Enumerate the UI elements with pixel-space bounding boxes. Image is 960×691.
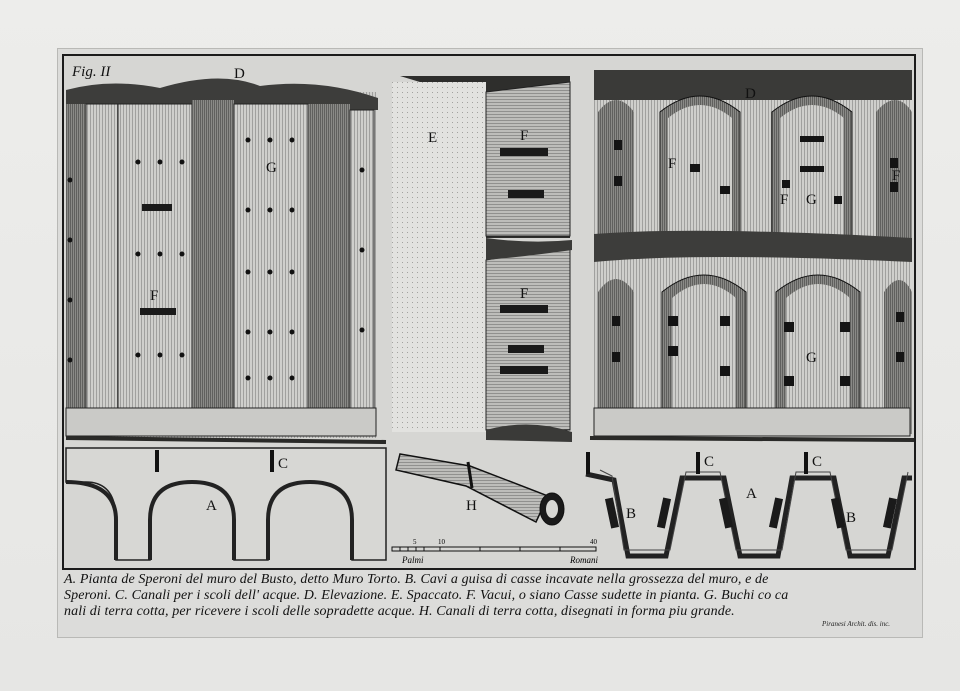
label-f-right-3: F <box>892 168 900 184</box>
engraver-signature: Piranesi Archit. dis. inc. <box>822 620 891 628</box>
caption-line-3: nali di terra cotta, per ricevere i scol… <box>64 604 735 619</box>
scale-tick-40: 40 <box>590 538 598 546</box>
label-g-right-bottom: G <box>806 350 817 366</box>
terracotta-pipe <box>395 453 565 526</box>
label-d-left: D <box>234 66 245 82</box>
label-c-left-plan: C <box>278 456 288 472</box>
scale-bar: Palmi Romani 5 10 40 <box>391 538 598 565</box>
label-f-center-bottom: F <box>520 286 528 302</box>
scale-word-left: Palmi <box>401 555 424 565</box>
caption: A. Pianta de Speroni del muro del Busto,… <box>64 572 914 620</box>
scale-word-right: Romani <box>569 555 598 565</box>
right-plan <box>585 452 912 559</box>
scale-tick-5: 5 <box>413 538 417 546</box>
scale-tick-10: 10 <box>438 538 446 546</box>
center-section <box>392 76 572 442</box>
right-elevation <box>589 70 915 442</box>
label-h: H <box>466 498 477 514</box>
label-e: E <box>428 130 437 146</box>
caption-line-2: Speroni. C. Canali per i scoli dell' acq… <box>64 588 789 603</box>
label-c-right-plan-1: C <box>704 454 714 470</box>
label-c-right-plan-2: C <box>812 454 822 470</box>
left-plan <box>65 447 387 561</box>
label-f-left: F <box>150 288 158 304</box>
caption-line-1: A. Pianta de Speroni del muro del Busto,… <box>64 572 769 587</box>
left-elevation <box>65 78 387 444</box>
label-a-right-plan: A <box>746 486 757 502</box>
label-g-left: G <box>266 160 277 176</box>
label-a-left-plan: A <box>206 498 217 514</box>
label-g-right-top: G <box>806 192 817 208</box>
label-f-right-2: F <box>780 192 788 208</box>
figure-label: Fig. II <box>71 64 111 80</box>
label-f-center-top: F <box>520 128 528 144</box>
label-d-right: D <box>745 86 756 102</box>
label-b-right-plan-1: B <box>626 506 636 522</box>
label-f-right-1: F <box>668 156 676 172</box>
label-b-right-plan-2: B <box>846 510 856 526</box>
